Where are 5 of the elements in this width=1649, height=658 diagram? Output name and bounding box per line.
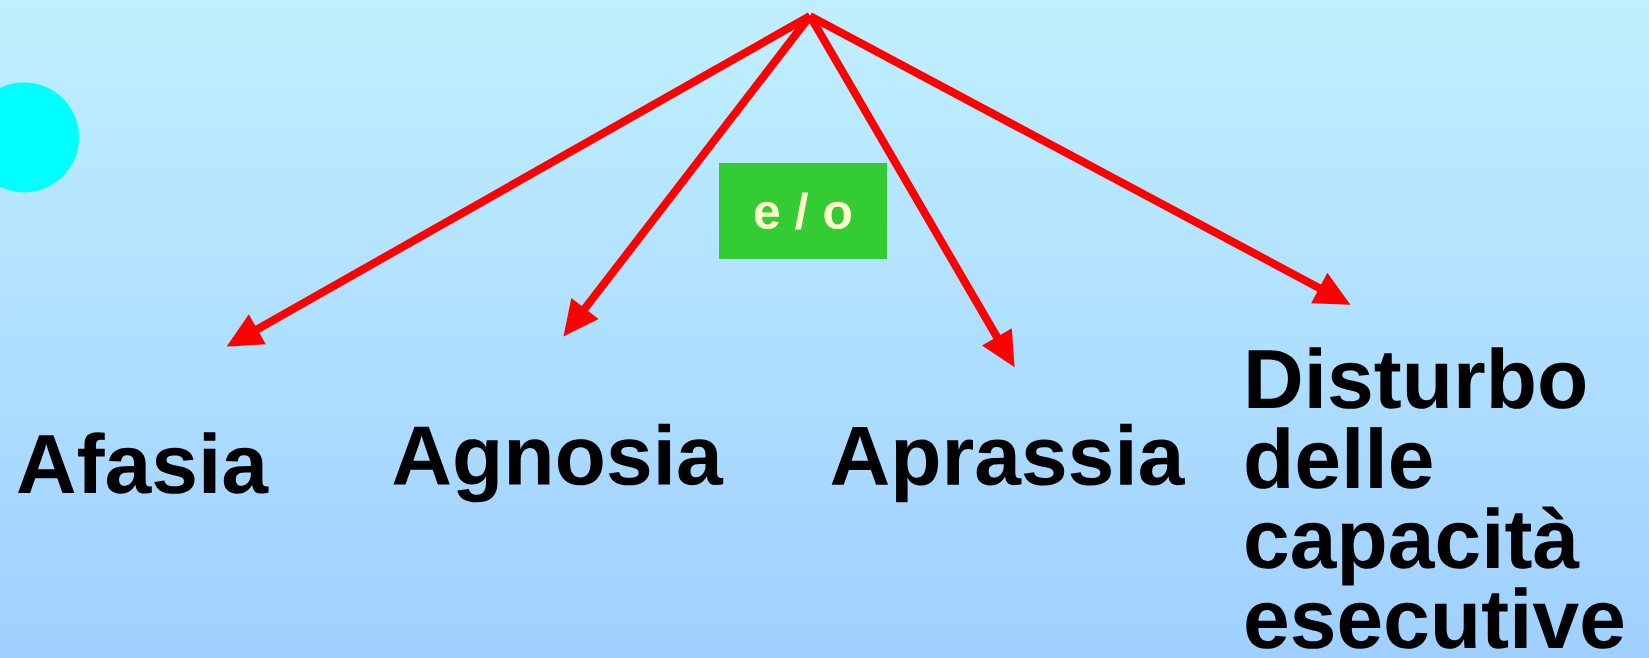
term-label: Aprassia xyxy=(831,423,1185,503)
term-label: Disturbo delle capacità esecutive xyxy=(1246,347,1623,649)
term-label: Afasia xyxy=(18,432,269,494)
term-label: Agnosia xyxy=(393,423,724,503)
tag-box: e / o xyxy=(719,163,887,259)
